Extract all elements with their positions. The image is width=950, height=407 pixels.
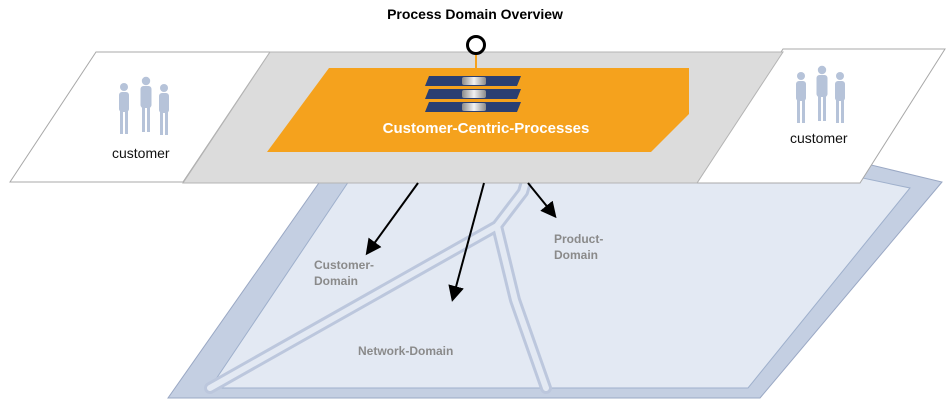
customer-domain-label: Customer- Domain [314,257,374,289]
process-arrows [365,182,557,302]
person-group-icon [796,65,845,123]
network-domain-label: Network-Domain [358,344,454,358]
person-group-icon [119,76,169,135]
product-domain-line2: Domain [554,248,599,262]
customer-domain-line1: Customer- [314,258,375,272]
customer-domain-line2: Domain [314,274,359,288]
product-domain-label: Product- Domain [554,231,603,263]
product-domain-line1: Product- [554,232,604,246]
arrow-to-network-domain [448,182,485,302]
process-label: Customer-Centric-Processes [382,120,590,137]
customer-label-left: customer [112,145,170,161]
domain-base-plane [167,141,943,399]
connector-circle-icon [466,35,486,68]
server-stack-icon [425,76,521,112]
customer-label-right: customer [790,130,848,146]
diagram-title: Process Domain Overview [387,6,563,22]
arrow-to-customer-domain [365,182,419,256]
arrow-to-product-domain [527,182,557,219]
customer-card-left [9,51,271,183]
